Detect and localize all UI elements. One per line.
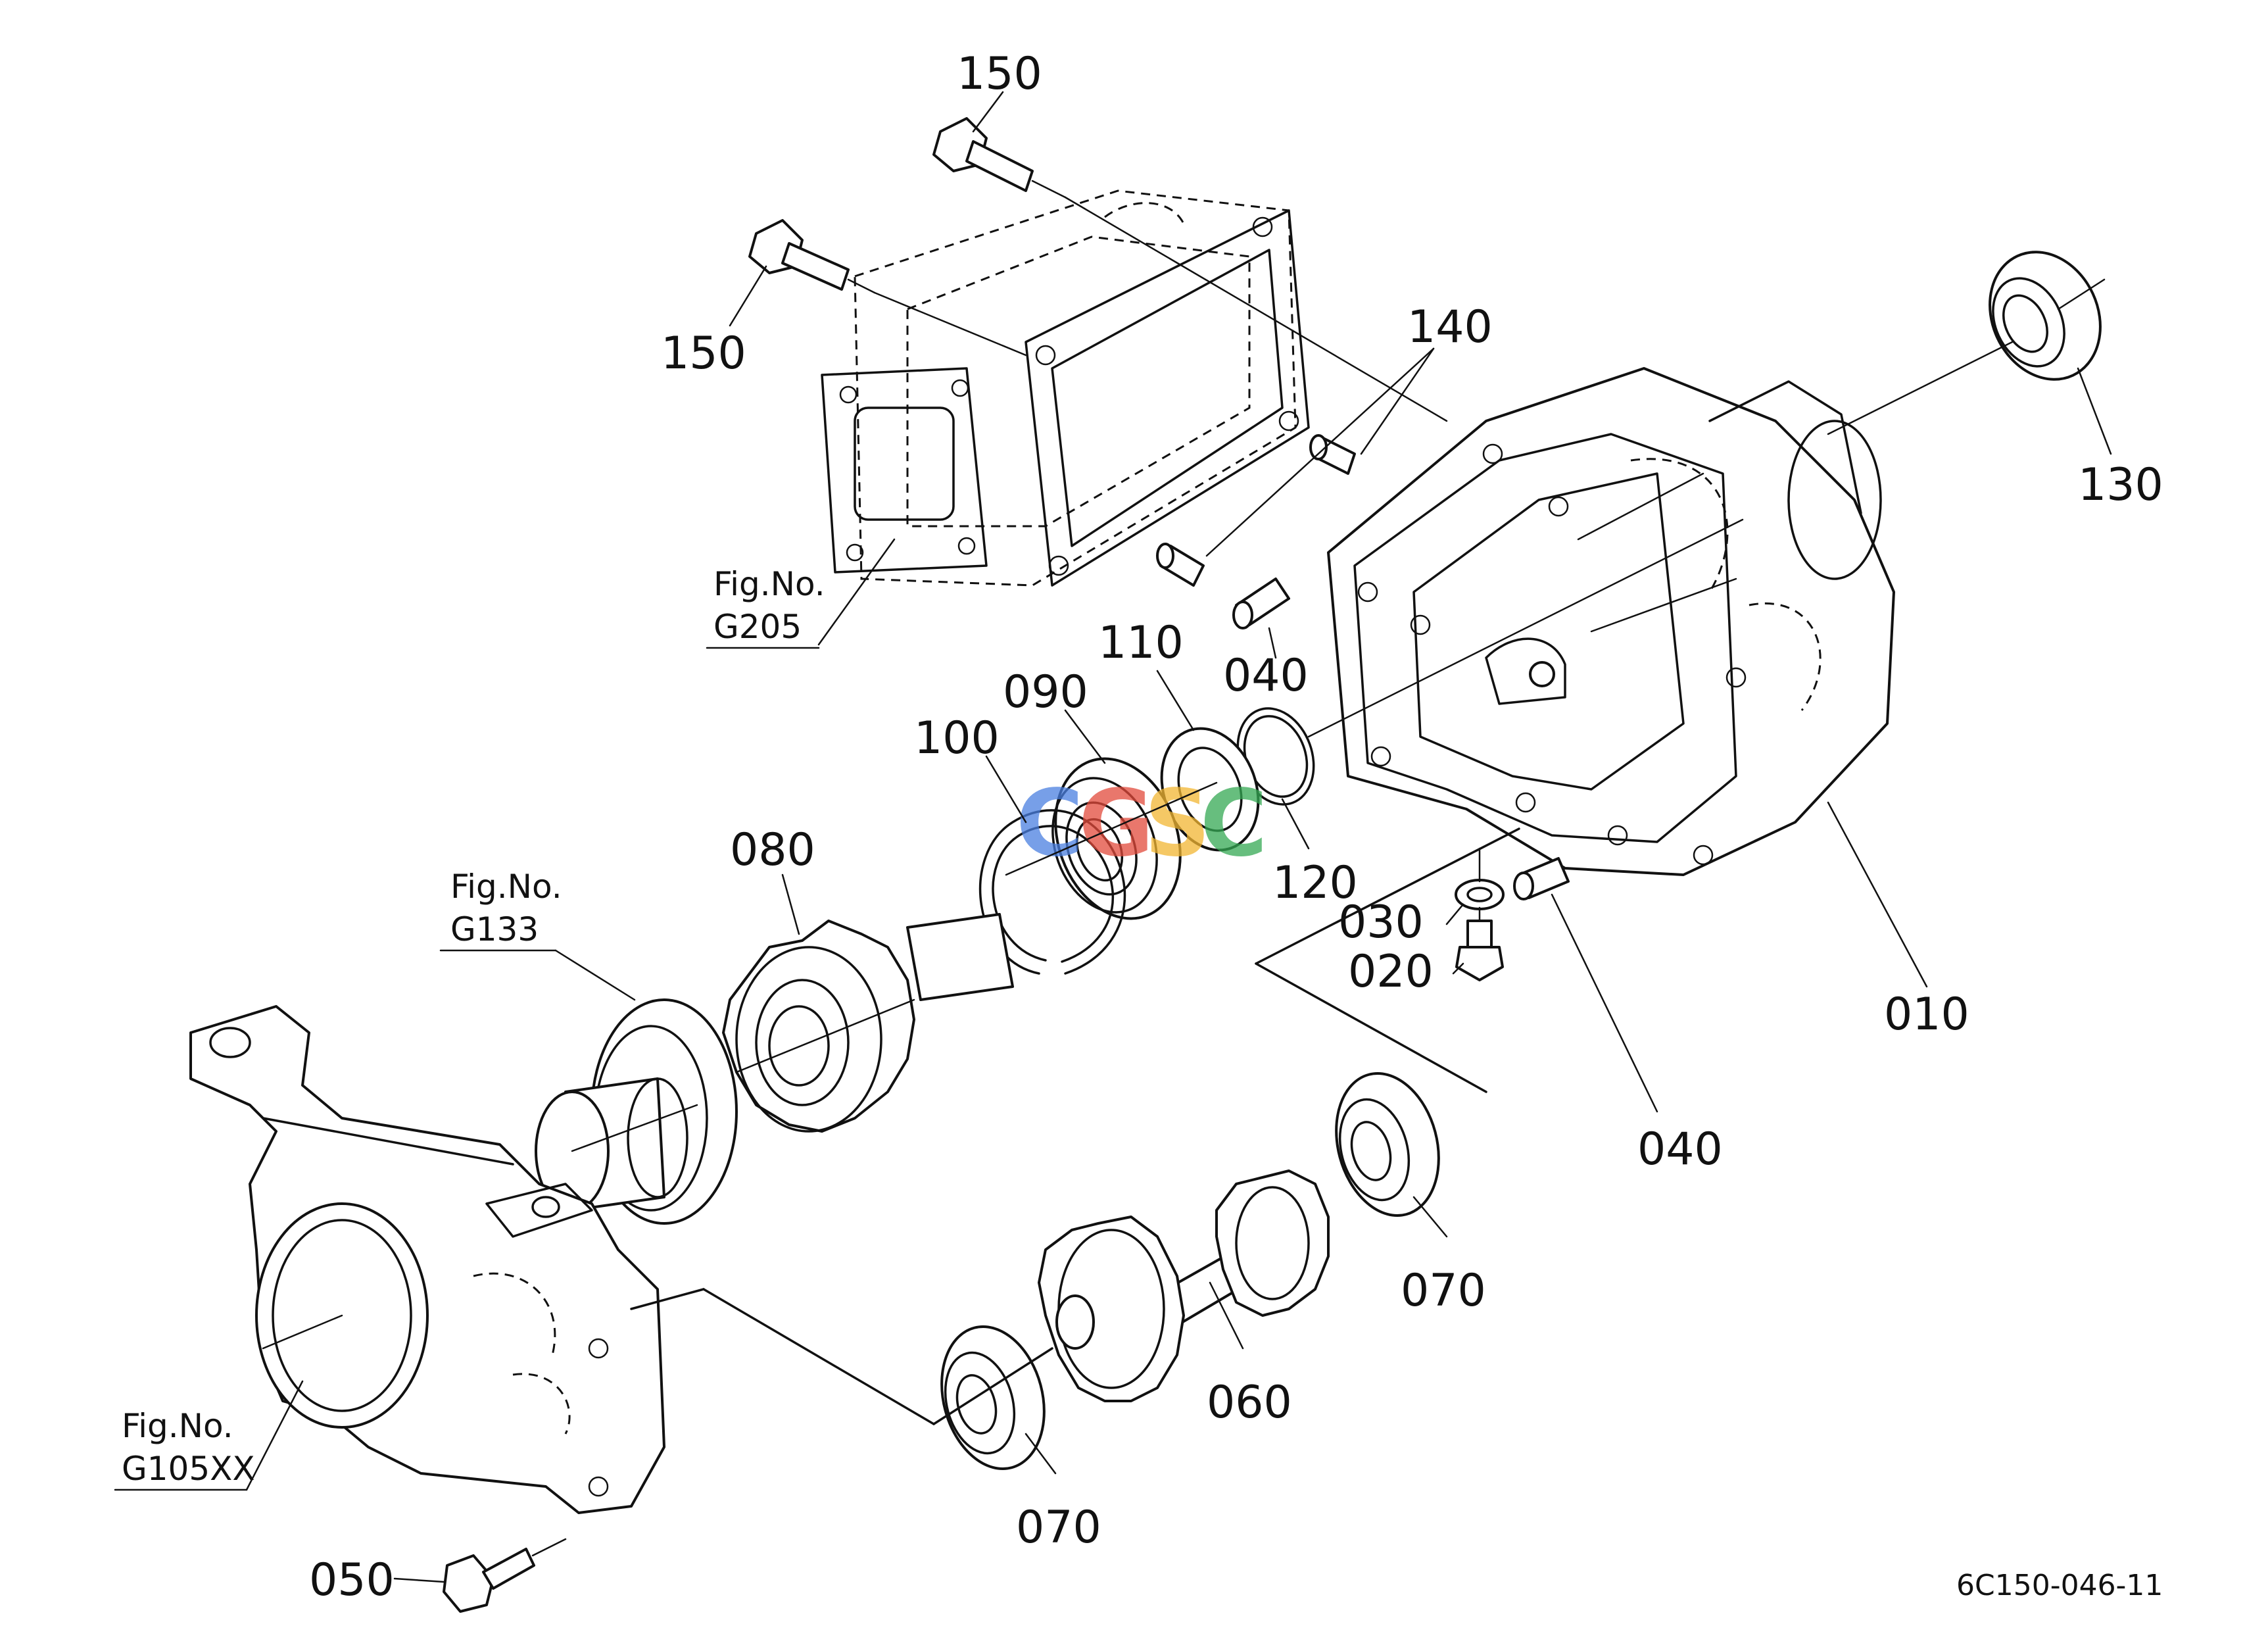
callout-050: 050 — [309, 1554, 395, 1606]
callout-070-left: 070 — [1016, 1502, 1101, 1554]
fig-ref-g105xx-line1: Fig.No. — [122, 1407, 233, 1445]
callout-150-lower: 150 — [661, 328, 746, 380]
oil-seal-130 — [1989, 251, 2102, 381]
fig-ref-g105xx-line2: G105XX — [122, 1450, 255, 1488]
g133-assembly-reference — [535, 998, 738, 1225]
gear-shaft-080 — [722, 913, 1014, 1133]
drain-plug-020 — [1455, 920, 1504, 981]
callout-120: 120 — [1272, 857, 1358, 909]
bolt-150-lower — [748, 219, 876, 294]
callout-040-lower: 040 — [1637, 1123, 1723, 1175]
fig-ref-g205-line1: Fig.No. — [713, 565, 825, 603]
fig-ref-g133-line1: Fig.No. — [450, 868, 562, 906]
fig-ref-g133-line2: G133 — [450, 910, 539, 948]
watermark-letter: C — [1016, 770, 1084, 877]
callout-130: 130 — [2078, 459, 2163, 511]
main-case-010 — [1327, 367, 1895, 876]
bolt-050 — [443, 1538, 567, 1613]
callout-080: 080 — [730, 824, 815, 876]
watermark-logo: C G S C — [1016, 770, 1268, 877]
callout-060: 060 — [1207, 1377, 1292, 1429]
watermark-letter: S — [1144, 770, 1211, 877]
bearing-090 — [1051, 757, 1182, 920]
watermark-letter: G — [1078, 770, 1154, 877]
callout-140: 140 — [1407, 301, 1493, 353]
watermark-letter: C — [1200, 770, 1268, 877]
callout-010: 010 — [1884, 989, 1969, 1041]
g205-housing-reference — [821, 189, 1310, 587]
assembly-lines — [262, 196, 2106, 1425]
dowel-pin-140-b — [1156, 543, 1205, 587]
figure-reference-labels: Fig.No. G205 Fig.No. G133 Fig.No. G105XX — [122, 565, 825, 1488]
leader-lines — [114, 91, 2112, 1583]
bearing-070-left — [940, 1325, 1046, 1471]
callout-040-upper: 040 — [1223, 650, 1309, 702]
callout-030: 030 — [1338, 897, 1424, 948]
idler-shaft-060 — [1038, 1169, 1330, 1402]
callout-100: 100 — [914, 712, 1000, 764]
drawing-code: 6C150-046-11 — [1956, 1569, 2163, 1602]
callout-110: 110 — [1098, 617, 1184, 669]
callout-150-upper: 150 — [957, 48, 1042, 100]
dowel-pin-040-lower — [1513, 857, 1570, 900]
callout-020: 020 — [1348, 946, 1434, 998]
dowel-pin-040-upper — [1232, 578, 1290, 629]
fig-ref-g205-line2: G205 — [713, 608, 802, 646]
bearing-070-right — [1335, 1071, 1440, 1217]
callout-070-right: 070 — [1401, 1265, 1486, 1317]
callout-090: 090 — [1003, 666, 1088, 718]
g105xx-axle-bracket-reference — [189, 1005, 665, 1514]
bolt-150-upper — [932, 117, 1067, 199]
callout-labels: 150 150 140 130 040 110 090 100 120 080 … — [309, 48, 2163, 1606]
